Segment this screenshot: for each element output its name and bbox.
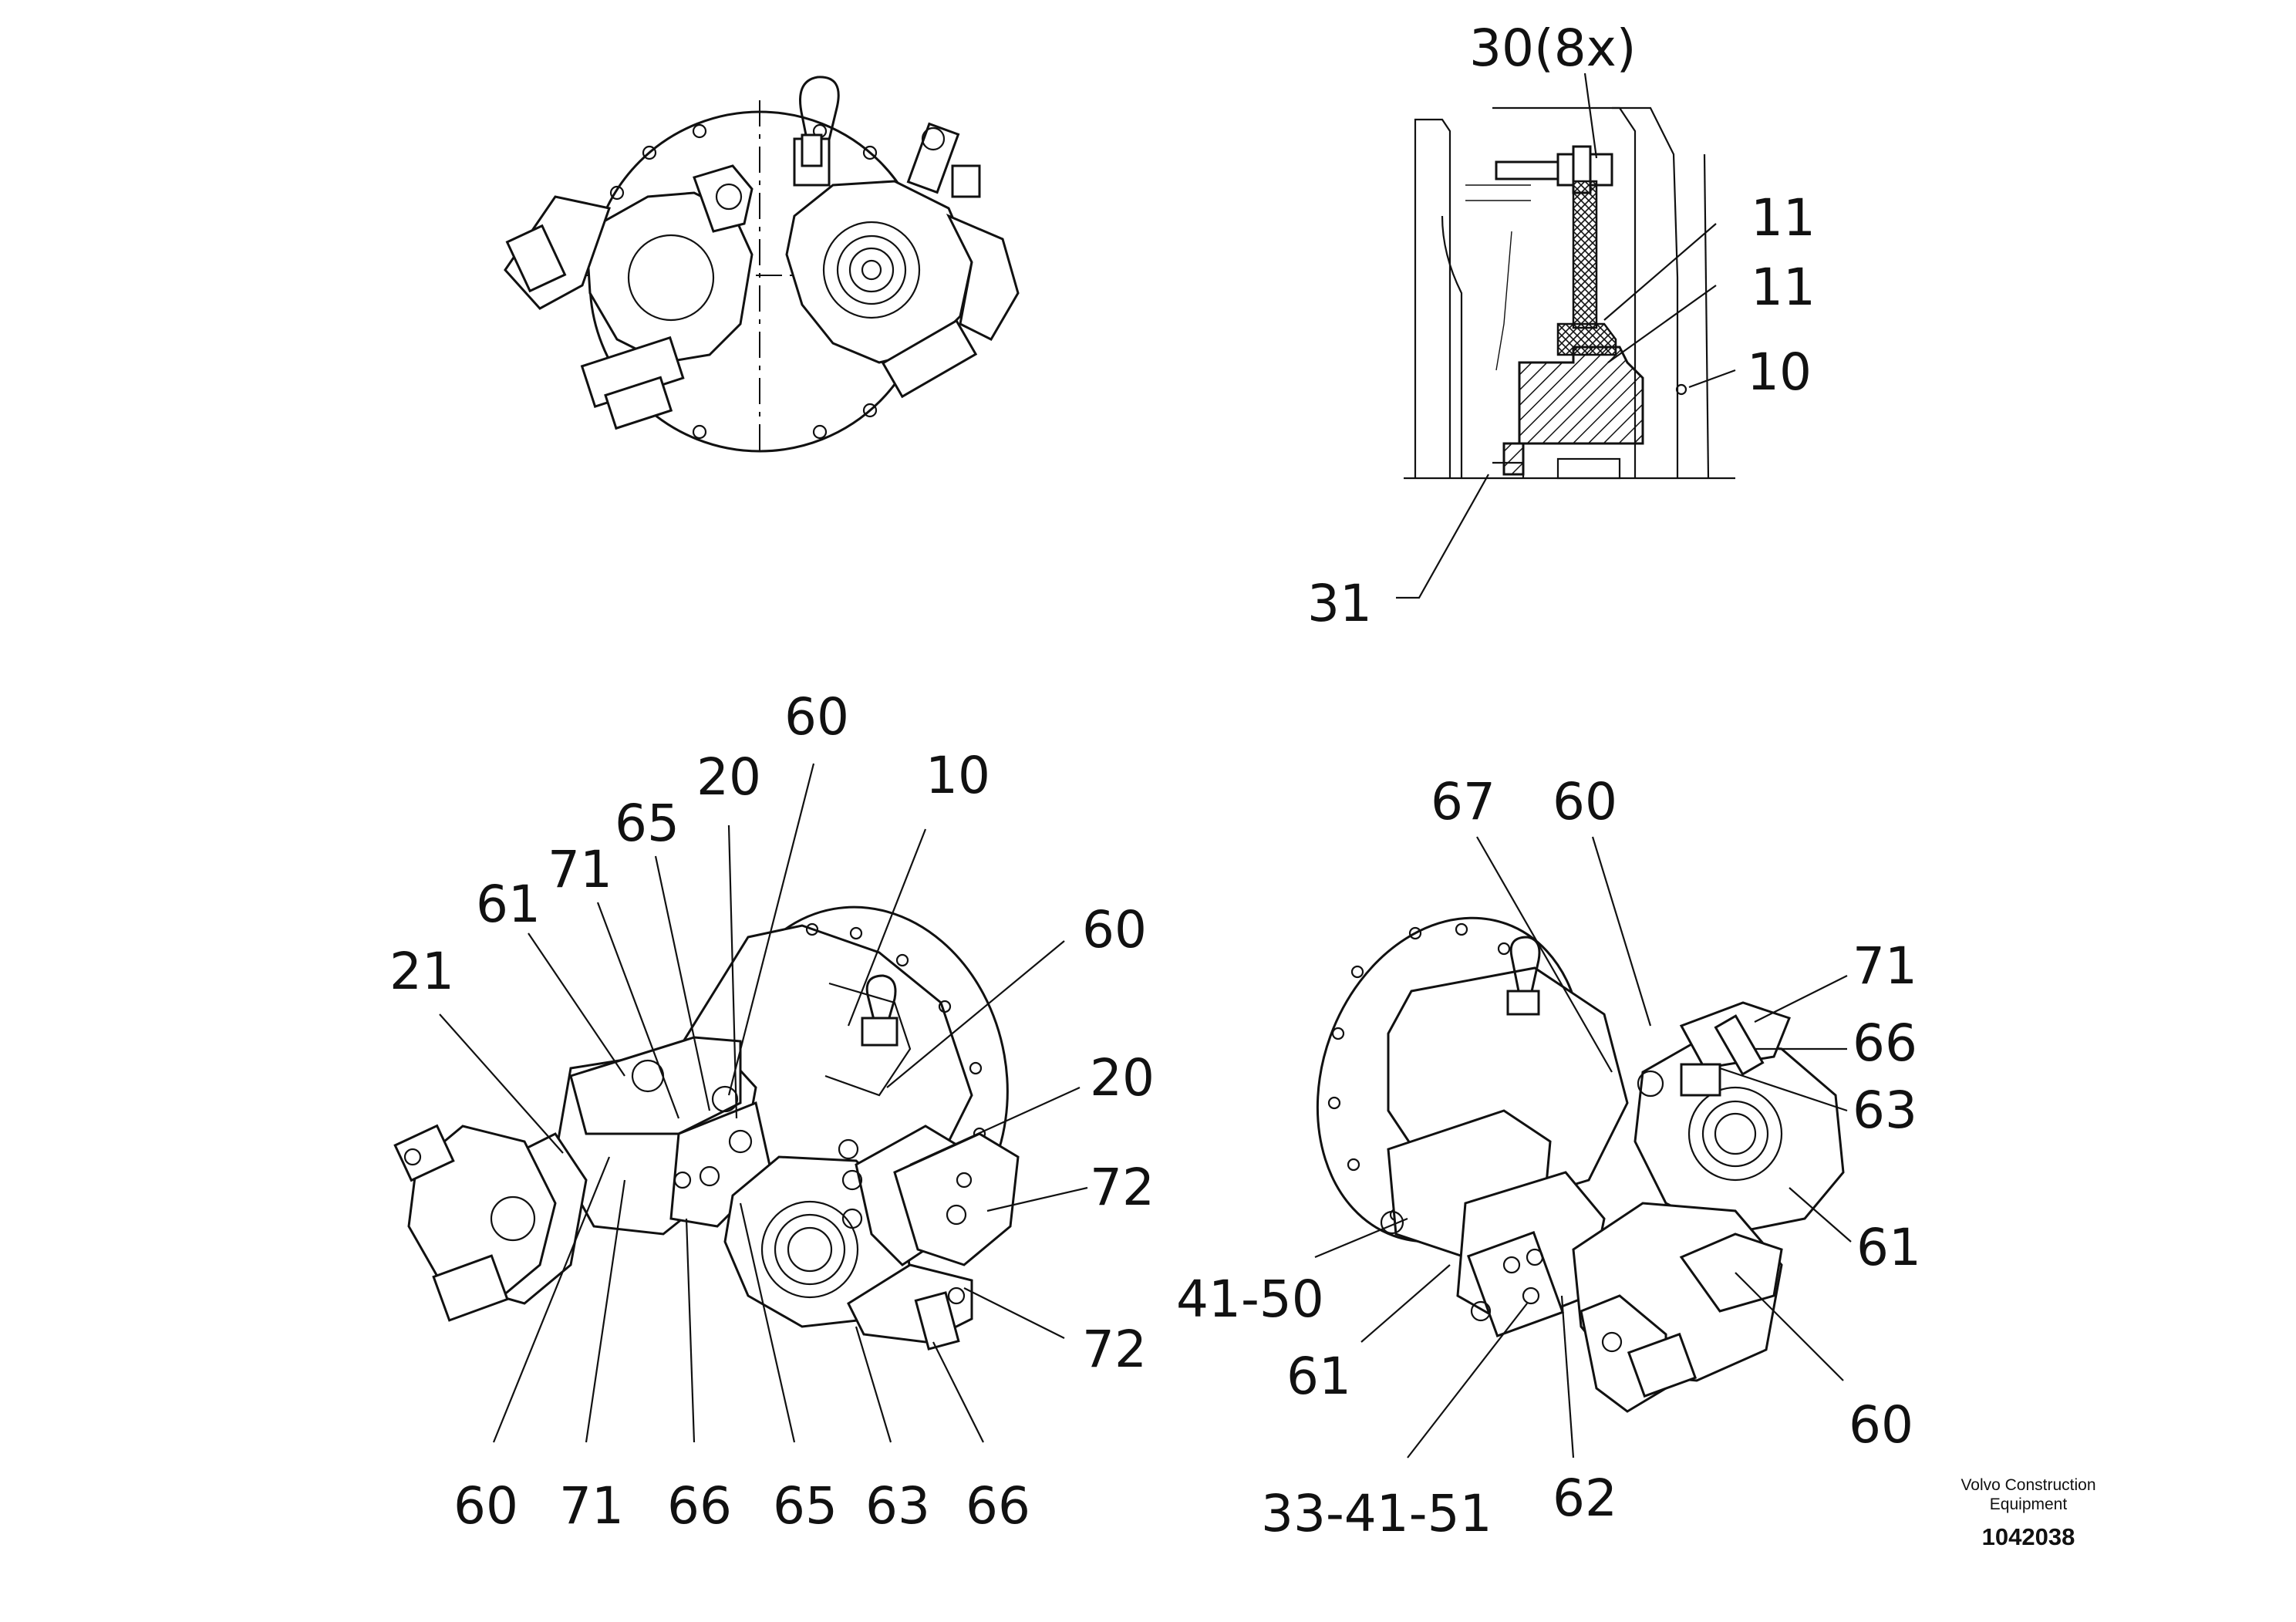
callout-65: 65 <box>615 794 679 853</box>
callout-60: 60 <box>784 687 849 747</box>
callout-60-bottom: 60 <box>453 1476 518 1536</box>
right-isometric-drawing <box>1314 836 1852 1458</box>
callout-72-lower: 72 <box>1082 1320 1147 1379</box>
right-iso-labels: 67 60 71 66 63 61 60 41-50 61 33-41-51 6… <box>1176 772 1921 1543</box>
callout-66-bottom: 66 <box>667 1476 732 1536</box>
callout-60-right: 60 <box>1082 900 1147 959</box>
callout-11-upper: 11 <box>1751 188 1816 248</box>
callout-71: 71 <box>548 840 612 899</box>
callout-61: 61 <box>476 875 541 934</box>
callout-61-right: 61 <box>1856 1218 1921 1277</box>
callout-33-41-51: 33-41-51 <box>1261 1484 1492 1543</box>
left-iso-labels: 21 61 71 65 20 60 10 60 20 72 72 60 71 6… <box>389 687 1155 1536</box>
callout-63-right: 63 <box>1853 1081 1917 1140</box>
callout-61-left: 61 <box>1286 1347 1351 1406</box>
footer-brand: Volvo Construction Equipment 1042038 <box>1961 1476 2095 1550</box>
callout-30-8x: 30(8x) <box>1469 19 1637 78</box>
callout-71-bottom: 71 <box>559 1476 624 1536</box>
callout-71-right: 71 <box>1853 936 1917 996</box>
callout-10: 10 <box>1747 342 1812 402</box>
document-id: 1042038 <box>1982 1523 2075 1550</box>
callout-20-right: 20 <box>1090 1048 1155 1108</box>
section-view-drawing <box>1396 73 1736 599</box>
callout-60-right-bottom: 60 <box>1849 1395 1913 1455</box>
callout-60-top: 60 <box>1553 772 1617 831</box>
callout-67: 67 <box>1431 772 1495 831</box>
callout-20: 20 <box>696 747 761 807</box>
brand-line-2: Equipment <box>1990 1496 2068 1513</box>
callout-31: 31 <box>1307 574 1372 633</box>
callout-62: 62 <box>1553 1469 1617 1528</box>
callout-21: 21 <box>389 942 454 1001</box>
callout-72-upper: 72 <box>1090 1158 1155 1217</box>
callout-41-50: 41-50 <box>1176 1270 1324 1329</box>
callout-11-lower: 11 <box>1751 258 1816 317</box>
brand-line-1: Volvo Construction <box>1961 1476 2095 1494</box>
section-labels: 30(8x) 11 11 10 31 <box>1307 19 1816 633</box>
callout-66-bottom-right: 66 <box>966 1476 1030 1536</box>
callout-63-bottom: 63 <box>865 1476 930 1536</box>
end-view-drawing <box>504 76 1020 455</box>
callout-65-bottom: 65 <box>773 1476 838 1536</box>
callout-10-iso: 10 <box>925 746 990 805</box>
left-isometric-drawing <box>393 763 1088 1443</box>
callout-66-right: 66 <box>1853 1013 1917 1073</box>
